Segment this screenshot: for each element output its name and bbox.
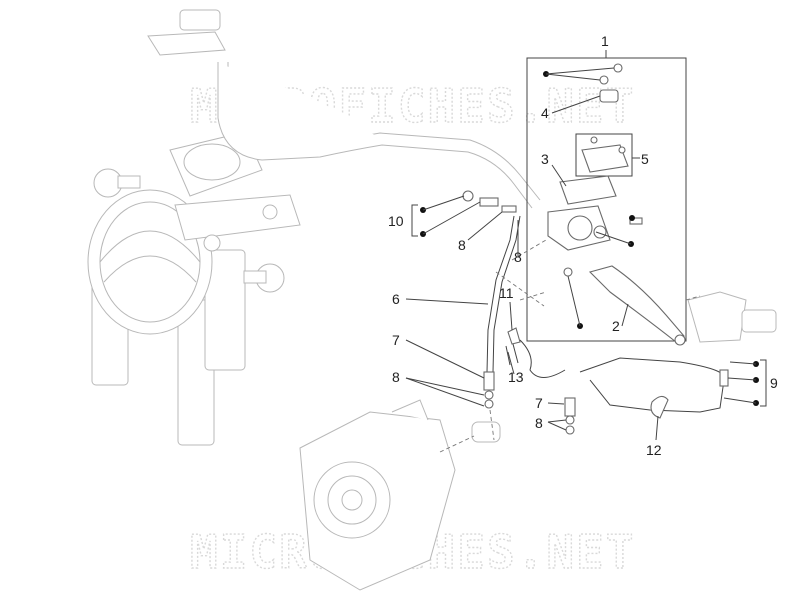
reservoir-screws [599, 63, 623, 103]
reservoir-cap-kit [575, 133, 633, 177]
clutch-lever [588, 265, 685, 343]
hose-end-fitting [719, 369, 729, 387]
lever-pivot-bolt [563, 267, 573, 277]
callout-9: 9 [770, 375, 778, 391]
hose-clamp [650, 395, 669, 419]
reservoir-gasket [559, 175, 617, 205]
clutch-master-cylinder [547, 205, 611, 251]
callout-7-left: 7 [392, 332, 400, 348]
callout-5: 5 [641, 151, 649, 167]
callout-13: 13 [508, 369, 524, 385]
callout-10: 10 [388, 213, 404, 229]
callout-8-upper-left: 8 [458, 237, 466, 253]
callout-8-lower-left: 8 [392, 369, 400, 385]
banjo-bolt-lower-right [564, 397, 576, 417]
callout-6: 6 [392, 291, 400, 307]
banjo-bolt-fitting [462, 190, 517, 213]
callout-4: 4 [541, 105, 549, 121]
right-handlebar-switch [687, 291, 777, 343]
clutch-hose [486, 215, 515, 373]
callout-1: 1 [601, 33, 609, 49]
engine-clutch-cover [299, 399, 501, 591]
bolt-small [629, 217, 643, 225]
callout-8-lower-right: 8 [535, 415, 543, 431]
hose-clip [507, 327, 521, 345]
callout-11: 11 [499, 285, 514, 301]
callout-12: 12 [646, 442, 662, 458]
callout-3: 3 [541, 151, 549, 167]
callout-8-upper-right: 8 [514, 249, 522, 265]
motorcycle-front-assembly [87, 9, 541, 446]
callout-7-right: 7 [535, 395, 543, 411]
clutch-switch-wire [519, 339, 566, 378]
banjo-bolt-lower-left [483, 371, 495, 391]
callout-2: 2 [612, 318, 620, 334]
